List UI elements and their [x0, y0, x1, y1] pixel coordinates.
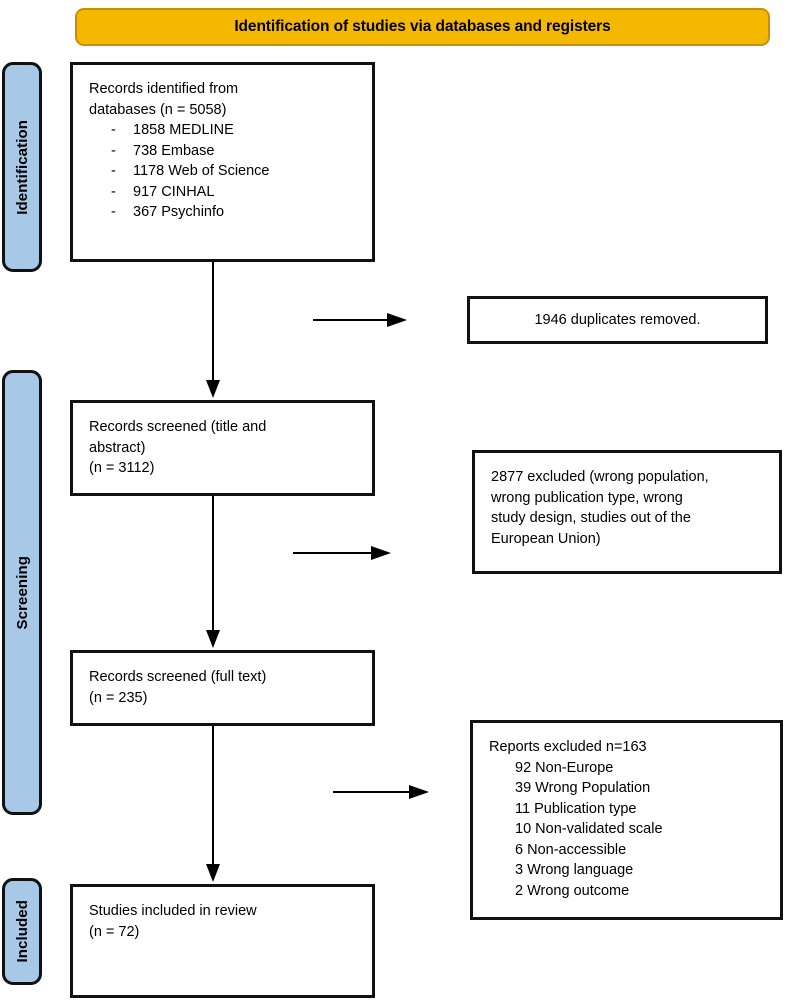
exclusion-reason-item: 39 Wrong Population — [515, 780, 651, 797]
exclusion-reason-item: 11 Publication type — [515, 800, 637, 817]
reports-excluded-heading: Reports excluded n=163 — [489, 739, 647, 755]
box-records-screened-title-abstract: Records screened (title and abstract) (n… — [70, 400, 375, 496]
excluded-ta-line2: wrong publication type, wrong — [491, 489, 683, 506]
dash-bullet-icon: - — [111, 163, 116, 180]
stage-label-included: Included — [13, 900, 31, 963]
arrow-down-screened-ta-to-full-text — [203, 496, 223, 650]
database-source-label: 1858 MEDLINE — [133, 122, 234, 139]
database-source-item: -1178 Web of Science — [89, 161, 360, 182]
stage-bar-screening: Screening — [2, 370, 42, 815]
exclusion-reason-item: 92 Non-Europe — [515, 759, 614, 776]
database-source-label: 917 CINHAL — [133, 183, 215, 200]
arrow-right-to-reports-excluded — [333, 782, 431, 802]
box-reports-excluded-full-text: Reports excluded n=163 92 Non-Europe 39 W… — [470, 720, 783, 920]
box-duplicates-removed: 1946 duplicates removed. — [467, 296, 768, 344]
database-source-label: 1178 Web of Science — [133, 163, 270, 180]
dash-bullet-icon: - — [111, 122, 116, 139]
stage-bar-identification: Identification — [2, 62, 42, 272]
records-identified-heading-line2: databases (n = 5058) — [89, 101, 227, 118]
arrow-right-to-excluded-title-abstract — [293, 543, 393, 563]
banner-title: Identification of studies via databases … — [234, 18, 611, 35]
arrow-right-to-duplicates-removed — [313, 310, 409, 330]
screened-ta-line1: Records screened (title and — [89, 419, 267, 435]
exclusion-reason-list: 92 Non-Europe 39 Wrong Population 11 Publi… — [489, 758, 768, 902]
database-source-item: -738 Embase — [89, 141, 360, 162]
arrow-down-full-text-to-included — [203, 726, 223, 884]
included-line1: Studies included in review — [89, 903, 257, 919]
exclusion-reason-item: 10 Non-validated scale — [515, 821, 663, 838]
database-source-item: -1858 MEDLINE — [89, 120, 360, 141]
included-line2: (n = 72) — [89, 923, 140, 940]
stage-label-screening: Screening — [13, 555, 31, 630]
excluded-ta-line1: 2877 excluded (wrong population, — [491, 469, 709, 485]
database-source-list: -1858 MEDLINE-738 Embase-1178 Web of Sci… — [89, 120, 360, 223]
screened-ta-line3: (n = 3112) — [89, 460, 155, 477]
exclusion-reason-item: 3 Wrong language — [515, 862, 634, 879]
screened-ta-line2: abstract) — [89, 439, 146, 456]
database-source-item: -917 CINHAL — [89, 182, 360, 203]
screened-full-line2: (n = 235) — [89, 689, 148, 706]
diagram-banner: Identification of studies via databases … — [75, 8, 770, 46]
box-records-identified: Records identified from databases (n = 5… — [70, 62, 375, 262]
dash-bullet-icon: - — [111, 142, 116, 159]
dash-bullet-icon: - — [111, 204, 116, 221]
box-excluded-title-abstract: 2877 excluded (wrong population, wrong p… — [472, 450, 782, 574]
excluded-ta-line3: study design, studies out of the — [491, 510, 691, 527]
database-source-label: 367 Psychinfo — [133, 204, 225, 221]
excluded-ta-line4: European Union) — [491, 530, 601, 547]
stage-bar-included: Included — [2, 878, 42, 985]
box-studies-included: Studies included in review (n = 72) — [70, 884, 375, 998]
database-source-item: -367 Psychinfo — [89, 202, 360, 223]
dash-bullet-icon: - — [111, 183, 116, 200]
records-identified-heading-line1: Records identified from — [89, 81, 239, 97]
stage-label-identification: Identification — [13, 119, 31, 215]
arrow-down-identified-to-screened — [203, 262, 223, 400]
duplicates-removed-text: 1946 duplicates removed. — [534, 311, 701, 328]
box-records-screened-full-text: Records screened (full text) (n = 235) — [70, 650, 375, 726]
database-source-label: 738 Embase — [133, 142, 215, 159]
screened-full-line1: Records screened (full text) — [89, 669, 267, 685]
exclusion-reason-item: 6 Non-accessible — [515, 841, 627, 858]
exclusion-reason-item: 2 Wrong outcome — [515, 883, 630, 900]
